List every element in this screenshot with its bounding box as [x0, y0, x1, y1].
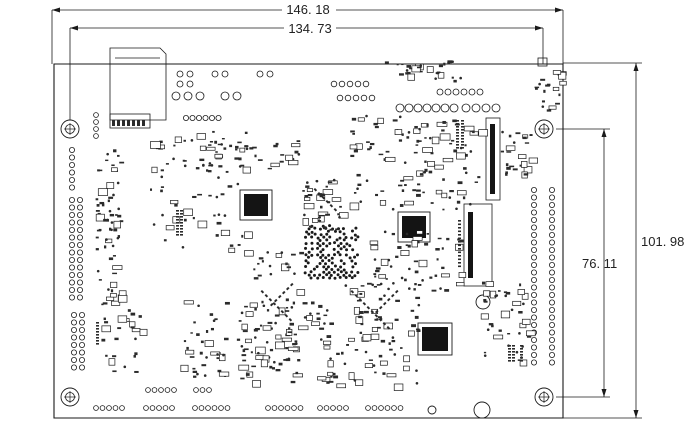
pcb-components	[69, 60, 567, 419]
hole-spacing-y-label: 76. 11	[582, 256, 617, 271]
sd-card-slot	[109, 47, 167, 129]
soc-ball-grid	[303, 224, 360, 280]
fpc-connector-1	[485, 117, 501, 201]
ic-chip-1	[239, 189, 273, 221]
dimension-hole-spacing-y: 76. 11	[556, 128, 617, 398]
dimension-hole-spacing-x: 134. 73	[69, 21, 544, 120]
dimension-overall-width: 146. 18	[51, 2, 564, 64]
overall-height-label: 101. 98	[641, 234, 684, 249]
mounting-hole-top-left	[60, 119, 80, 139]
overall-width-label: 146. 18	[286, 2, 329, 17]
mounting-hole-bottom-right	[534, 387, 554, 407]
fpc-connector-2	[463, 203, 493, 287]
hole-spacing-x-label: 134. 73	[288, 21, 331, 36]
mounting-hole-top-right	[534, 119, 554, 139]
pcb-board	[53, 57, 564, 419]
ic-chip-3	[417, 322, 453, 356]
mounting-holes	[60, 119, 554, 407]
mounting-hole-bottom-left	[60, 387, 80, 407]
dimension-overall-height: 101. 98	[563, 62, 684, 419]
